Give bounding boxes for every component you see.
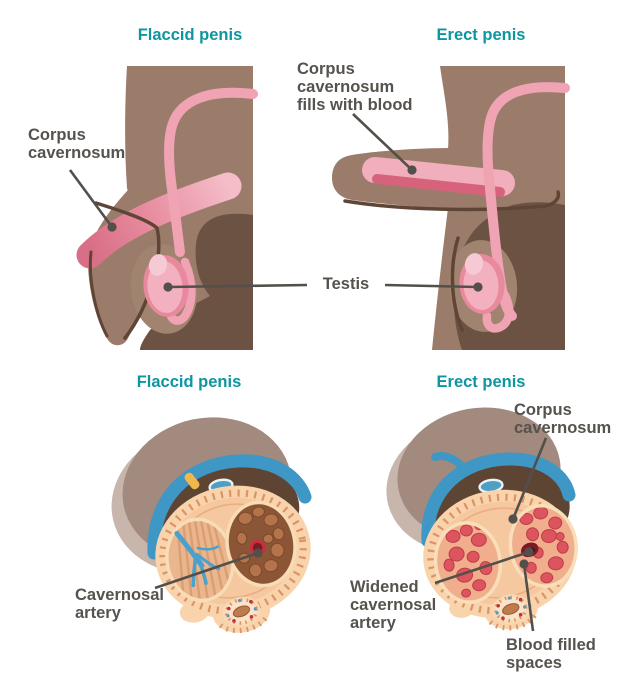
- shaft-disc: [423, 489, 578, 631]
- testis: [143, 254, 189, 317]
- red-cells: [496, 597, 523, 621]
- urethra-cross: [222, 596, 261, 627]
- label-widened-cavernosal-artery: Widened cavernosal artery: [350, 578, 437, 632]
- erect-side-view: [332, 66, 570, 350]
- nerve-yellow: [184, 472, 200, 490]
- heading-bottom-flaccid: Flaccid penis: [136, 373, 242, 391]
- testis-highlight: [148, 254, 168, 276]
- right-corpus-cavernosum: [225, 500, 297, 588]
- heading-top-erect: Erect penis: [436, 26, 526, 44]
- testis: [459, 253, 505, 314]
- dot-corpus-cross: [508, 514, 518, 524]
- corpus-cavernosum-band-light: [362, 157, 515, 196]
- leader-corpus-fills: [352, 113, 413, 171]
- cavernosal-vessels-blue: [174, 530, 221, 588]
- dot-corpus-flaccid: [107, 222, 117, 232]
- corpus-cavernosum-band-dark: [372, 174, 505, 197]
- leader-widened-artery: [434, 550, 530, 585]
- blue-cells: [495, 596, 527, 615]
- red-cells: [226, 599, 254, 623]
- dot-blood-spaces: [519, 559, 529, 569]
- leader-corpus-cross: [511, 437, 548, 520]
- label-blood-filled-spaces: Blood filled spaces: [506, 636, 596, 672]
- blue-cells: [226, 599, 257, 618]
- leader-testis-left: [167, 283, 308, 289]
- dark-groin-region: [140, 213, 253, 350]
- bulge-tick-arc: [218, 613, 270, 634]
- scrotum-crease: [450, 236, 464, 332]
- leader-blood-spaces: [522, 563, 535, 632]
- corpus-cavernosum-band: [76, 172, 242, 269]
- blood-filled-spaces-right: [519, 506, 569, 584]
- leader-testis-right: [384, 283, 479, 289]
- flaccid-side-view: [76, 66, 258, 350]
- leader-lines: [68, 113, 548, 632]
- dot-testis-left: [163, 282, 173, 292]
- cavernous-spaces: [236, 506, 285, 578]
- shaft-edge-crease: [88, 250, 109, 338]
- urethra-tube-hook: [482, 290, 514, 333]
- label-corpus-cavernosum-flaccid: Corpus cavernosum: [28, 126, 126, 162]
- shaft-disc: [155, 485, 311, 634]
- heading-bottom-erect: Erect penis: [436, 373, 526, 391]
- groin-crease: [94, 201, 161, 340]
- label-corpus-cavernosum-cross: Corpus cavernosum: [514, 401, 612, 437]
- dorsal-vessels: [147, 454, 312, 560]
- label-corpus-cavernosum-fills: Corpus cavernosum fills with blood: [297, 60, 413, 114]
- dorsal-vessel-branch-up: [431, 452, 467, 471]
- urethra-tube: [164, 87, 258, 257]
- dot-testis-right: [473, 282, 483, 292]
- label-testis: Testis: [322, 275, 370, 293]
- leader-corpus-flaccid: [68, 169, 114, 228]
- shaft-crease: [343, 190, 561, 212]
- dorsal-vessels: [421, 452, 576, 548]
- urethra-cross: [491, 594, 530, 624]
- urethra-tube-hook: [165, 257, 196, 325]
- label-cavernosal-artery: Cavernosal artery: [75, 586, 164, 622]
- heading-top-flaccid: Flaccid penis: [137, 26, 243, 44]
- dot-cavernosal-artery: [253, 548, 263, 558]
- leader-cavernosal-artery: [154, 551, 259, 590]
- left-corpus-cavernosum: [433, 521, 503, 604]
- dot-corpus-fills: [407, 165, 417, 175]
- testis-highlight: [464, 253, 484, 275]
- flaccid-cross-section: [111, 417, 312, 634]
- erect-cross-section: [386, 407, 578, 631]
- dot-widened-artery: [524, 547, 534, 557]
